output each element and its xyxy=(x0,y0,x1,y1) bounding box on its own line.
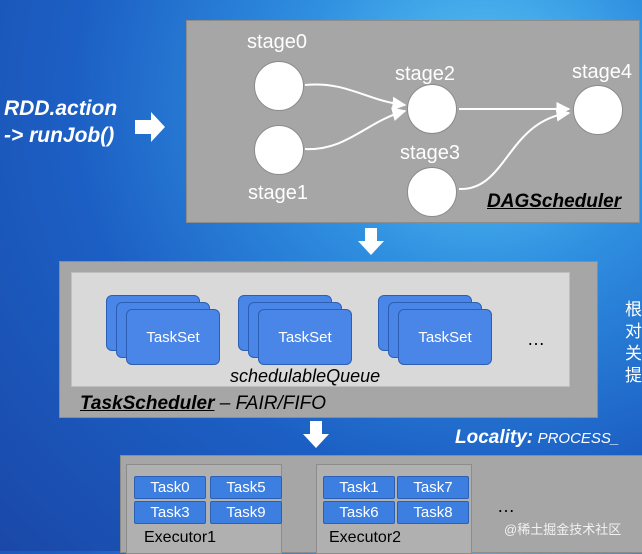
task-scheduler-title: TaskScheduler xyxy=(80,393,215,414)
rdd-action-label: RDD.action -> runJob() xyxy=(4,95,117,149)
task-chip: Task9 xyxy=(210,501,282,524)
task-scheduler-title-row: TaskScheduler – FAIR/FIFO xyxy=(80,393,326,415)
down-arrow-icon xyxy=(358,228,384,255)
executor-1-label: Executor1 xyxy=(144,529,217,546)
taskset-stack-3: TaskSet xyxy=(378,295,498,365)
watermark: @稀土掘金技术社区 xyxy=(504,522,622,537)
stage2-node xyxy=(407,84,457,134)
executor-2-label: Executor2 xyxy=(329,529,402,546)
executors-panel: Task0 Task5 Task3 Task9 Executor1 Task1 … xyxy=(120,455,642,554)
task-chip: Task0 xyxy=(134,476,206,499)
task-chip: Task5 xyxy=(210,476,282,499)
locality-row: Locality: PROCESS_ xyxy=(455,427,619,449)
executors-ellipsis: … xyxy=(497,496,515,516)
schedulable-queue-label: schedulableQueue xyxy=(230,366,381,386)
stage1-node xyxy=(254,125,304,175)
edge-stage1-stage2 xyxy=(304,107,407,151)
taskset-1: TaskSet xyxy=(126,309,220,365)
taskset-3: TaskSet xyxy=(398,309,492,365)
stage0-label: stage0 xyxy=(247,31,308,53)
side-text: 根 对 关 提 xyxy=(625,300,642,385)
taskset-ellipsis: … xyxy=(527,329,545,349)
stage3-label: stage3 xyxy=(400,142,461,164)
taskset-stack-1: TaskSet xyxy=(106,295,226,365)
rdd-action-line2: -> runJob() xyxy=(4,124,115,147)
stage2-label: stage2 xyxy=(395,63,456,85)
stage1-label: stage1 xyxy=(248,182,309,204)
stage4-label: stage4 xyxy=(572,61,633,83)
right-arrow-icon xyxy=(135,112,165,142)
schedulable-queue-box: TaskSet TaskSet TaskSet … schedulableQue… xyxy=(71,272,570,387)
stage4-node xyxy=(573,85,623,135)
task-chip: Task8 xyxy=(397,501,469,524)
task-chip: Task1 xyxy=(323,476,395,499)
dag-scheduler-panel: stage0 stage1 stage2 stage3 stage4 DAGSc… xyxy=(186,20,640,223)
executor-2-box: Task1 Task7 Task6 Task8 Executor2 xyxy=(316,464,472,554)
scheduler-mode: – FAIR/FIFO xyxy=(214,393,327,414)
stage0-node xyxy=(254,61,304,111)
executor-1-box: Task0 Task5 Task3 Task9 Executor1 xyxy=(126,464,282,554)
task-chip: Task3 xyxy=(134,501,206,524)
taskset-2: TaskSet xyxy=(258,309,352,365)
rdd-action-line1: RDD.action xyxy=(4,97,118,120)
stage3-node xyxy=(407,167,457,217)
edge-stage3-stage4 xyxy=(458,107,571,191)
down-arrow-icon xyxy=(303,421,329,448)
dag-scheduler-title: DAGScheduler xyxy=(487,191,622,212)
taskset-stack-2: TaskSet xyxy=(238,295,358,365)
locality-value: PROCESS_ xyxy=(537,430,620,447)
edge-stage0-stage2 xyxy=(304,83,407,111)
task-chip: Task6 xyxy=(323,501,395,524)
dag-edges xyxy=(304,83,571,191)
task-scheduler-panel: TaskSet TaskSet TaskSet … schedulableQue… xyxy=(59,261,598,418)
task-chip: Task7 xyxy=(397,476,469,499)
locality-label: Locality: xyxy=(455,427,534,448)
